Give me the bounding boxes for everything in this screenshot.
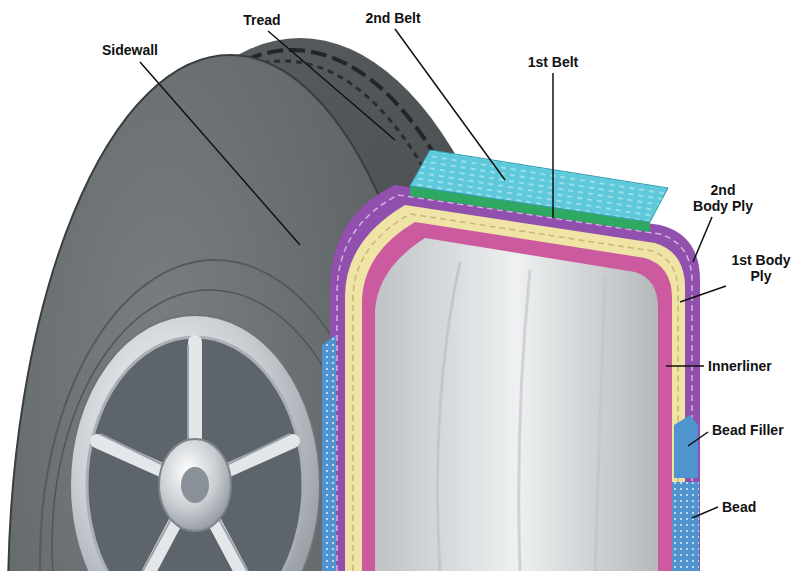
leader-lines xyxy=(140,29,726,518)
part-label: 2nd Body Ply xyxy=(692,182,754,214)
innerliner-layer xyxy=(362,222,672,571)
leader-line xyxy=(140,62,300,245)
part-label: Innerliner xyxy=(708,358,772,374)
wheel-spoke-edges xyxy=(100,345,290,571)
interior-shading xyxy=(595,275,605,571)
leader-line xyxy=(688,432,708,446)
part-label: 2nd Belt xyxy=(365,10,420,26)
body-ply-1-cords xyxy=(353,214,678,571)
body-ply-1 xyxy=(345,205,685,571)
wheel-rim xyxy=(70,315,320,571)
belt-2 xyxy=(410,150,668,222)
part-label: 1st Belt xyxy=(528,54,579,70)
part-label: Bead Filler xyxy=(712,422,784,438)
wheel-rim-inner xyxy=(87,337,303,571)
part-label: Tread xyxy=(243,12,280,28)
leader-line xyxy=(552,73,554,218)
sidewall-rib xyxy=(52,290,368,571)
leader-line xyxy=(395,29,505,180)
part-label: 1st Body Ply xyxy=(730,252,792,284)
wheel-hub-cap xyxy=(181,467,209,503)
part-label: Sidewall xyxy=(102,42,158,58)
leader-line xyxy=(680,286,726,302)
wheel-hub xyxy=(159,439,231,531)
interior-shading xyxy=(438,262,461,571)
body-ply-2-cords xyxy=(337,195,692,571)
interior-shading xyxy=(519,270,530,571)
bead-right xyxy=(672,482,699,571)
bead-filler-right xyxy=(674,415,698,478)
wheel-spokes xyxy=(97,342,293,571)
tire-interior xyxy=(375,238,658,571)
bead-filler-left xyxy=(322,335,336,571)
part-label: Bead xyxy=(722,499,756,515)
leader-line xyxy=(693,217,712,262)
body-ply-2 xyxy=(330,185,700,571)
leader-line xyxy=(666,365,704,367)
leader-line xyxy=(692,507,718,518)
leader-line xyxy=(268,31,395,140)
